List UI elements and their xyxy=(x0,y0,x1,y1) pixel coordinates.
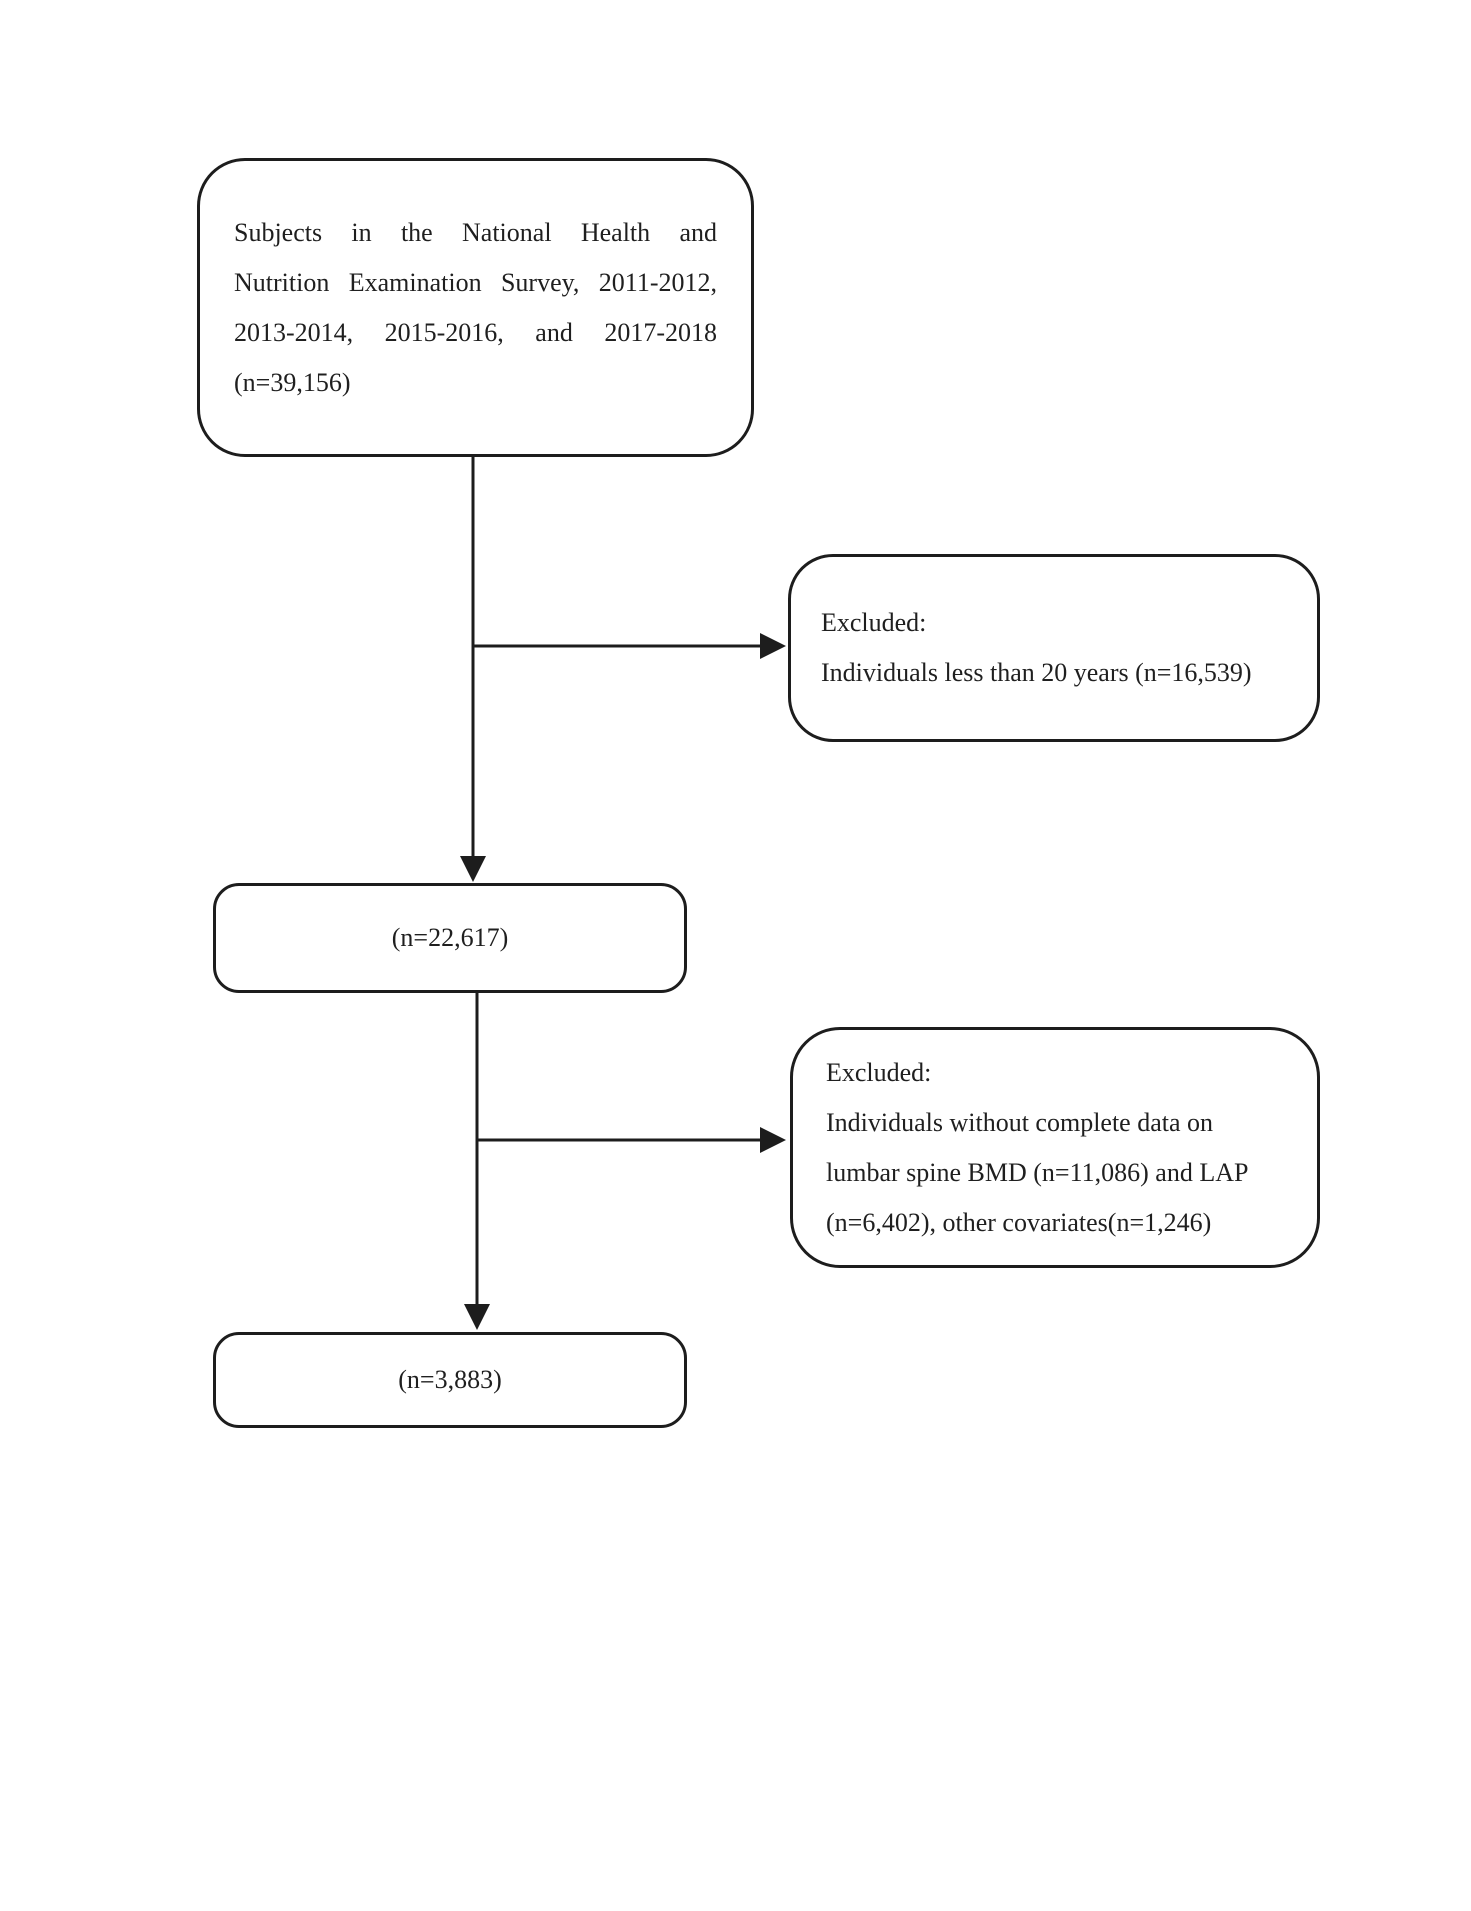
node-after-age-exclusion: (n=22,617) xyxy=(213,883,687,993)
text-line: (n=22,617) xyxy=(391,923,509,952)
text-line: (n=39,156) xyxy=(234,367,351,397)
text-line: Subjects in the National Health and xyxy=(234,217,717,247)
arrowhead-down-1-icon xyxy=(460,856,486,882)
node-excluded-age: Excluded: Individuals less than 20 years… xyxy=(788,554,1320,742)
text-line: Excluded: xyxy=(826,1057,932,1087)
text-line: Individuals less than 20 years (n=16,539… xyxy=(821,658,1252,687)
text-line: (n=6,402), other covariates(n=1,246) xyxy=(826,1207,1212,1237)
text-line: (n=3,883) xyxy=(398,1365,502,1394)
node-excluded-missing-data: Excluded: Individuals without complete d… xyxy=(790,1027,1320,1268)
text-line: Excluded: xyxy=(821,608,927,637)
arrowhead-down-2-icon xyxy=(464,1304,490,1330)
text-line: 2013-2014, 2015-2016, and 2017-2018 xyxy=(234,317,717,347)
node-initial-population: Subjects in the National Health and Nutr… xyxy=(197,158,754,457)
text-line: Individuals without complete data on xyxy=(826,1107,1214,1137)
arrowhead-right-2-icon xyxy=(760,1127,786,1153)
arrowhead-right-1-icon xyxy=(760,633,786,659)
node-final-sample: (n=3,883) xyxy=(213,1332,687,1428)
text-line: lumbar spine BMD (n=11,086) and LAP xyxy=(826,1157,1249,1187)
text-line: Nutrition Examination Survey, 2011-2012, xyxy=(234,267,717,297)
